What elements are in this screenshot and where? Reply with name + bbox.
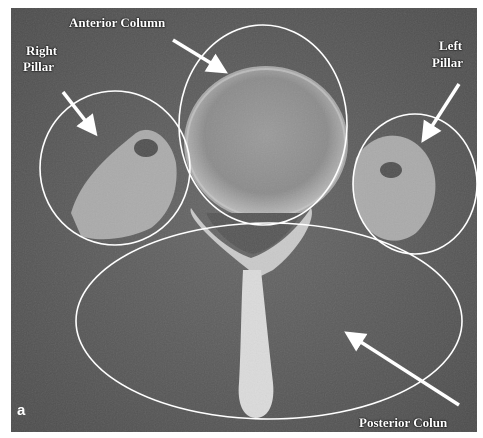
panel-letter: a <box>17 402 25 419</box>
ct-scan-graphic <box>11 8 477 432</box>
posterior-column-label: Posterior Colun <box>359 415 447 430</box>
right-pillar-label-line1: Right <box>26 43 57 58</box>
left-pillar-label-line2: Pillar <box>432 55 463 70</box>
left-pillar-label-line1: Left <box>439 38 462 53</box>
anterior-column-label: Anterior Column <box>69 15 165 30</box>
ct-axial-vertebra-image: Anterior Column Right Pillar Left Pillar… <box>11 8 477 432</box>
right-pillar-label-line2: Pillar <box>23 59 54 74</box>
